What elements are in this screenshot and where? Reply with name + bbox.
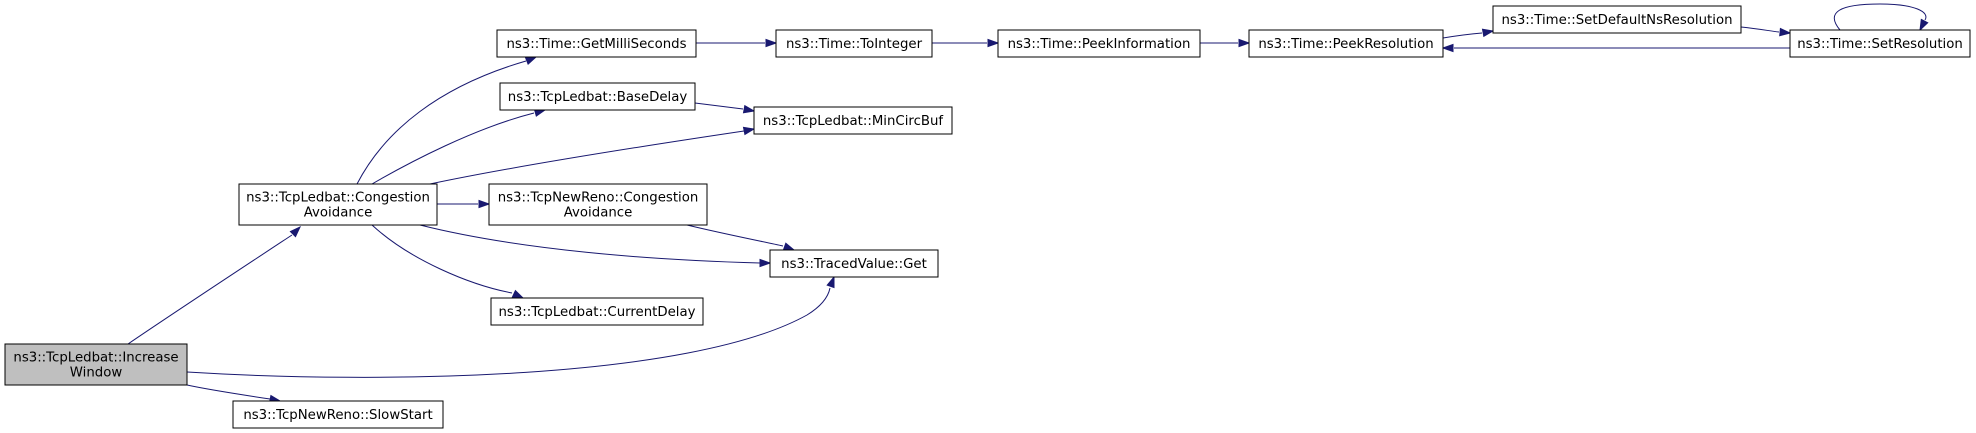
edge-line	[429, 130, 745, 185]
edge-line	[127, 234, 293, 345]
node-box	[1248, 29, 1444, 58]
arrowhead-icon	[759, 258, 772, 268]
node-box	[499, 82, 696, 111]
node-label: ns3::TcpNewReno::SlowStart	[243, 408, 432, 423]
arrowhead-icon	[782, 242, 796, 251]
arrowhead-icon	[511, 289, 525, 299]
edge-set-resolution-to-set-resolution	[1833, 3, 1929, 32]
edge-line	[1833, 3, 1927, 31]
node-box	[1492, 5, 1742, 34]
edge-line	[186, 287, 831, 378]
node-peek-resolution[interactable]: ns3::Time::PeekResolution	[1248, 29, 1444, 58]
edge-increase-window-to-slow-start	[186, 384, 282, 404]
arrowhead-icon	[1481, 28, 1495, 38]
edge-line	[1740, 26, 1780, 33]
node-label: ns3::Time::PeekInformation	[1008, 37, 1191, 52]
node-box	[488, 183, 708, 226]
edge-to-integer-to-peek-information	[932, 38, 1000, 48]
arrowhead-icon	[742, 126, 756, 136]
edge-congestion-avoidance-to-current-delay	[371, 224, 525, 299]
node-traced-value-get[interactable]: ns3::TracedValue::Get	[769, 249, 939, 278]
node-slow-start[interactable]: ns3::TcpNewReno::SlowStart	[232, 400, 444, 429]
edge-congestion-avoidance-to-newreno-congestion-avoidance	[437, 199, 491, 209]
node-label: Window	[70, 366, 123, 381]
edge-line	[356, 60, 527, 185]
node-peek-information[interactable]: ns3::Time::PeekInformation	[997, 29, 1201, 58]
edge-set-resolution-to-peek-resolution	[1441, 43, 1790, 53]
edge-set-default-ns-resolution-to-set-resolution	[1740, 26, 1792, 37]
arrowhead-icon	[826, 275, 835, 289]
node-set-resolution[interactable]: ns3::Time::SetResolution	[1789, 29, 1971, 58]
node-label: ns3::TcpLedbat::BaseDelay	[508, 90, 688, 105]
edge-congestion-avoidance-to-traced-value-get	[419, 224, 772, 268]
edge-line	[419, 224, 761, 264]
node-box	[496, 29, 697, 58]
node-label: ns3::Time::GetMilliSeconds	[506, 37, 686, 52]
node-set-default-ns-resolution[interactable]: ns3::Time::SetDefaultNsResolution	[1492, 5, 1742, 34]
node-current-delay[interactable]: ns3::TcpLedbat::CurrentDelay	[490, 297, 704, 326]
node-box	[232, 400, 444, 429]
arrowhead-icon	[987, 38, 1000, 48]
edge-line	[371, 224, 513, 294]
node-label: ns3::Time::SetDefaultNsResolution	[1501, 13, 1732, 28]
node-label: ns3::Time::PeekResolution	[1258, 37, 1433, 52]
edge-base-delay-to-min-circ-buf	[694, 102, 756, 114]
arrowhead-icon	[524, 56, 538, 65]
arrowhead-icon	[289, 225, 302, 238]
arrowhead-icon	[742, 104, 756, 114]
edge-congestion-avoidance-to-min-circ-buf	[429, 126, 756, 185]
node-box	[238, 183, 438, 226]
edge-line	[694, 102, 744, 110]
node-label: ns3::TcpLedbat::Congestion	[246, 191, 430, 206]
node-box	[753, 106, 953, 135]
node-box	[4, 343, 188, 386]
node-to-integer[interactable]: ns3::Time::ToInteger	[775, 29, 933, 58]
edge-newreno-congestion-avoidance-to-traced-value-get	[686, 224, 796, 251]
edge-line	[686, 224, 784, 247]
arrowhead-icon	[765, 38, 778, 48]
node-get-milliseconds[interactable]: ns3::Time::GetMilliSeconds	[496, 29, 697, 58]
node-label: ns3::TcpLedbat::CurrentDelay	[498, 305, 695, 320]
edge-increase-window-to-congestion-avoidance	[127, 225, 302, 345]
node-box	[490, 297, 704, 326]
edge-peek-resolution-to-set-default-ns-resolution	[1442, 28, 1495, 39]
node-base-delay[interactable]: ns3::TcpLedbat::BaseDelay	[499, 82, 696, 111]
node-box	[769, 249, 939, 278]
edge-peek-information-to-peek-resolution	[1200, 38, 1251, 48]
edge-increase-window-to-traced-value-get	[186, 275, 835, 378]
node-label: ns3::TracedValue::Get	[781, 257, 927, 272]
edge-get-milliseconds-to-to-integer	[696, 38, 778, 48]
edge-congestion-avoidance-to-base-delay	[371, 108, 547, 185]
node-box	[997, 29, 1201, 58]
node-box	[775, 29, 933, 58]
node-label: ns3::TcpLedbat::MinCircBuf	[763, 114, 944, 129]
arrowhead-icon	[478, 199, 491, 209]
arrowhead-icon	[1779, 27, 1792, 37]
edge-line	[371, 112, 535, 185]
node-label: ns3::TcpNewReno::Congestion	[498, 191, 699, 206]
node-label: ns3::Time::SetResolution	[1797, 37, 1963, 52]
node-label: Avoidance	[564, 206, 633, 221]
edge-line	[1442, 32, 1483, 39]
node-label: ns3::TcpLedbat::Increase	[13, 351, 178, 366]
arrowhead-icon	[1238, 38, 1251, 48]
arrowhead-icon	[1919, 18, 1929, 32]
node-min-circ-buf[interactable]: ns3::TcpLedbat::MinCircBuf	[753, 106, 953, 135]
node-label: ns3::Time::ToInteger	[786, 37, 923, 52]
node-box	[1789, 29, 1971, 58]
nodes-layer: ns3::TcpLedbat::IncreaseWindowns3::TcpLe…	[4, 5, 1971, 429]
node-label: Avoidance	[304, 206, 373, 221]
arrowhead-icon	[1441, 43, 1454, 53]
edge-line	[186, 384, 271, 400]
